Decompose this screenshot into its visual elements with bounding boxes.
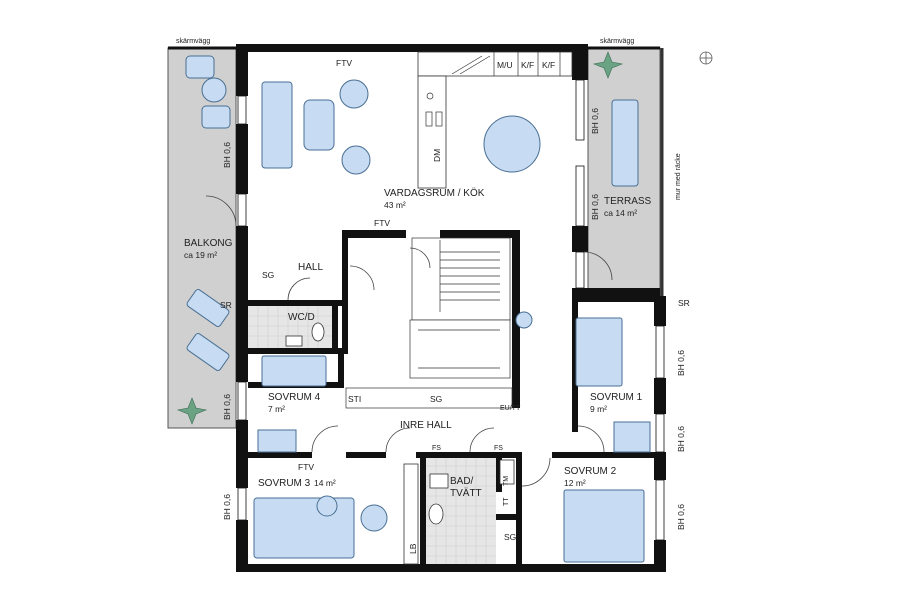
ftv-mid-label: FTV [374, 218, 390, 228]
terrass-area: ca 14 m² [604, 208, 637, 218]
bh-s2-label: BH 0,6 [676, 504, 686, 530]
bh-s1-label-a: BH 0,6 [676, 350, 686, 376]
lounger-2 [186, 333, 230, 371]
bath-sink [429, 473, 449, 489]
hall-table [515, 311, 533, 329]
skarmvagg-left-label: skärmvägg [176, 38, 210, 45]
fs-label-2: FS [494, 445, 503, 452]
washer [499, 459, 515, 485]
table-sovrum3 [316, 495, 338, 517]
tt-label: TT [503, 497, 510, 506]
dm-label: DM [432, 149, 442, 162]
sg-inre-label: SG [430, 394, 442, 404]
sovrum1-label: SOVRUM 1 [590, 392, 643, 403]
kf-label-1: K/F [521, 60, 534, 70]
sovrum2-label: SOVRUM 2 [564, 466, 617, 477]
wcd-label: WC/D [288, 312, 315, 323]
terrass-label: TERRASS [604, 196, 652, 207]
balcony-chair-2 [201, 105, 231, 129]
mur-label: mur med räcke [675, 153, 682, 200]
north-arrow-icon [699, 51, 713, 65]
bh-s4-label: BH 0,6 [222, 394, 232, 420]
balkong-label: BALKONG [184, 238, 233, 249]
sg-bath-label: SG [504, 532, 516, 542]
sovrum3-label: SOVRUM 3 [258, 478, 311, 489]
desk-sovrum4 [257, 429, 297, 453]
bh-terrace-label-1: BH 0,6 [590, 108, 600, 134]
bh-s1-label-b: BH 0,6 [676, 426, 686, 452]
lounger-1 [186, 289, 230, 327]
inre-hall-label: INRE HALL [400, 420, 452, 431]
staircase [409, 237, 511, 379]
armchair-2 [341, 145, 371, 175]
kf-label-2: K/F [542, 60, 555, 70]
furniture [185, 55, 651, 563]
doors [205, 195, 613, 487]
bh-living-left-label: BH 0,6 [222, 142, 232, 168]
vardagsrum-label: VARDAGSRUM / KÖK [384, 187, 485, 199]
bed-sovrum2 [563, 489, 645, 563]
fixtures [285, 322, 515, 565]
kitchen-details [425, 52, 561, 127]
bath-toilet [428, 503, 444, 525]
exterior-walls [236, 44, 666, 572]
linen-cabinet [403, 463, 419, 565]
terrace-table [611, 99, 639, 187]
bh-terrace-label-2: BH 0,6 [590, 194, 600, 220]
bh-s3-label: BH 0,6 [222, 494, 232, 520]
tvatt-label: TVÄTT [450, 487, 482, 499]
plant-icon [176, 51, 624, 425]
windows [237, 79, 665, 541]
sovrum4-label: SOVRUM 4 [268, 392, 321, 403]
sovrum3-area: 14 m² [314, 478, 336, 488]
hall-label: HALL [298, 262, 323, 273]
chair-sovrum3 [360, 504, 388, 532]
sofa [261, 81, 293, 169]
skarmvagg-right-label: skärmvägg [600, 38, 634, 45]
bad-label: BAD/ [450, 476, 474, 487]
kitchen-island [417, 75, 447, 189]
balkong-area: ca 19 m² [184, 250, 217, 260]
hall-wardrobe [345, 387, 513, 409]
sovrum2-area: 12 m² [564, 478, 586, 488]
sovrum1-area: 9 m² [590, 404, 607, 414]
sti-label: STI [348, 394, 361, 404]
lb-label: LB [408, 543, 418, 554]
wc-toilet [311, 322, 325, 342]
bed-sovrum1 [575, 317, 623, 387]
kitchen-counter [417, 51, 573, 77]
ftv-top-label: FTV [336, 58, 352, 68]
eu-label: EU/TT [500, 405, 521, 412]
mu-label: M/U [497, 60, 513, 70]
tm-label: TM [503, 476, 510, 486]
ftv-low-label: FTV [298, 462, 314, 472]
sg-hall-label: SG [262, 270, 274, 280]
desk-sovrum1 [613, 421, 651, 453]
sr-left-label: SR [220, 300, 232, 310]
balcony-table [201, 77, 227, 103]
balcony-chair-1 [185, 55, 215, 79]
coffee-table [303, 99, 335, 151]
fs-label-1: FS [432, 445, 441, 452]
sofa-sovrum3 [253, 497, 355, 559]
dining-table-round [483, 115, 541, 173]
sovrum4-area: 7 m² [268, 404, 285, 414]
bed-sovrum4 [261, 355, 327, 387]
armchair-1 [339, 79, 369, 109]
wc-sink [285, 335, 303, 347]
vardagsrum-area: 43 m² [384, 200, 406, 210]
sr-right-label: SR [678, 298, 690, 308]
